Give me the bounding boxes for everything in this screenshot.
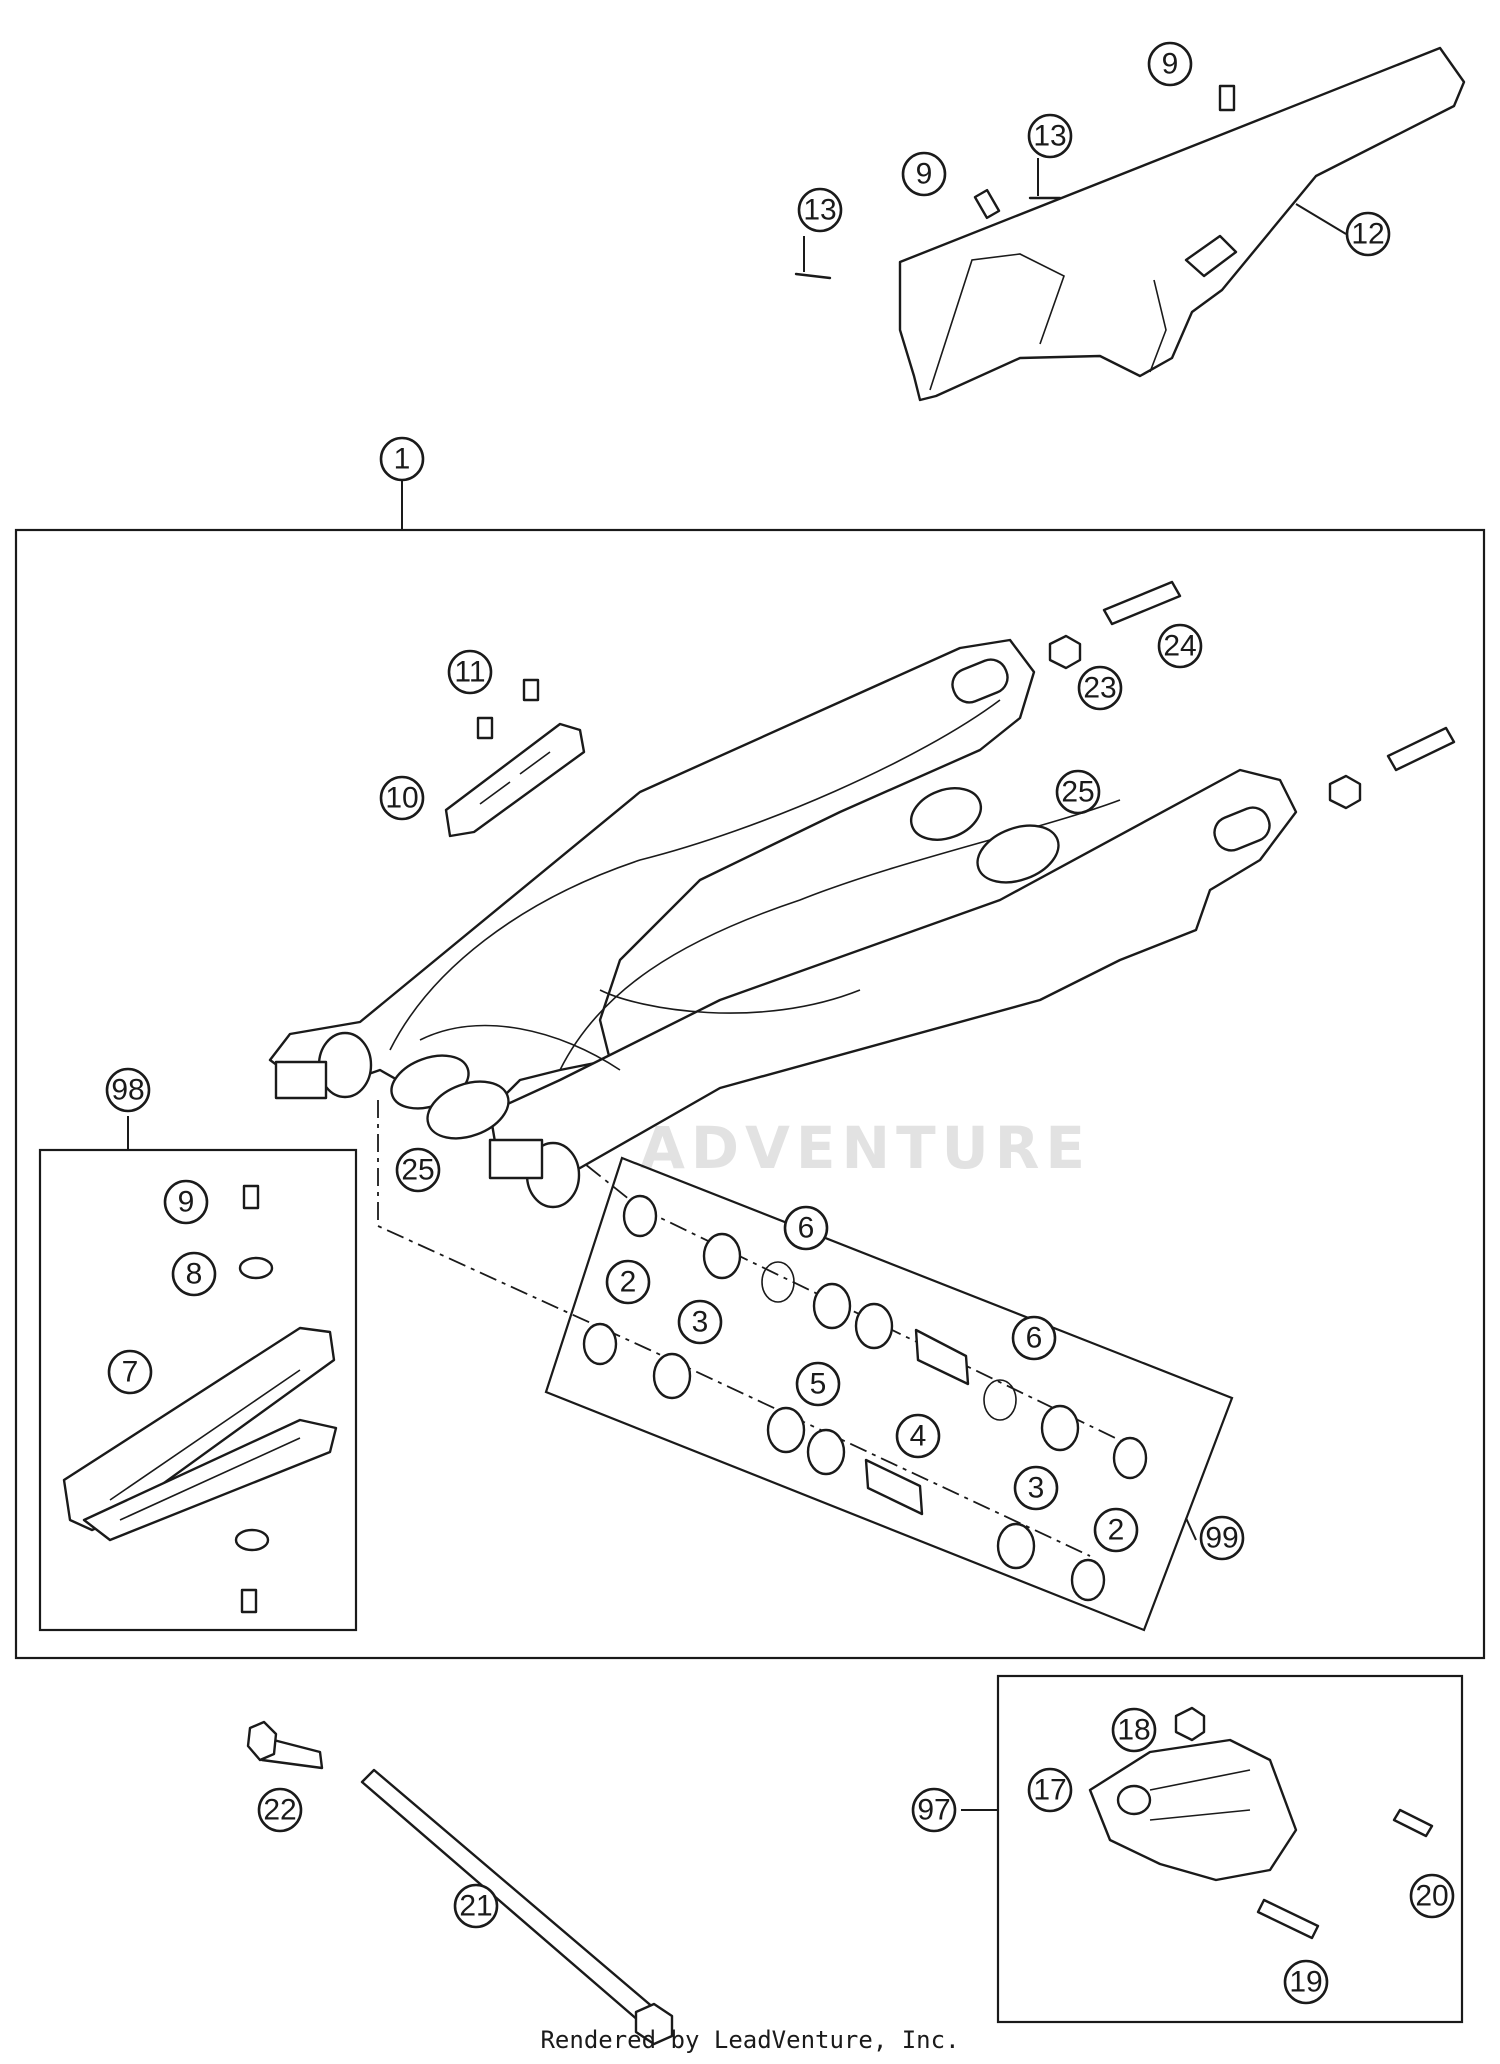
svg-text:7: 7: [122, 1356, 139, 1389]
svg-text:9: 9: [178, 1186, 195, 1219]
svg-text:10: 10: [385, 782, 418, 815]
callout-21[interactable]: 21: [453, 1883, 499, 1929]
svg-text:97: 97: [917, 1794, 950, 1827]
svg-text:18: 18: [1117, 1714, 1150, 1747]
svg-text:23: 23: [1083, 672, 1116, 705]
leader-12: [1295, 203, 1347, 235]
callout-97[interactable]: 97: [911, 1787, 957, 1833]
svg-text:25: 25: [401, 1154, 434, 1187]
chain-guide-kit-frame: [996, 1674, 1464, 2024]
svg-text:24: 24: [1163, 630, 1196, 663]
svg-text:2: 2: [1108, 1514, 1125, 1547]
callout-19[interactable]: 19: [1283, 1959, 1329, 2005]
bolts-24: [1102, 580, 1456, 772]
callout-1[interactable]: 1: [379, 436, 425, 482]
callout-25-upper[interactable]: 25: [1055, 769, 1101, 815]
swingarm-assembly-frame: [14, 528, 1486, 1660]
callout-2-right[interactable]: 2: [1093, 1507, 1139, 1553]
callout-13-top[interactable]: 13: [1027, 113, 1073, 159]
svg-text:13: 13: [803, 194, 836, 227]
chain-guide: [1088, 1738, 1298, 1882]
nuts-23: [1048, 634, 1362, 810]
dust-seals-lower: [390, 1054, 510, 1140]
dust-seals-upper: [909, 787, 1060, 884]
svg-text:11: 11: [454, 656, 485, 689]
callout-22[interactable]: 22: [257, 1787, 303, 1833]
callout-25-lower[interactable]: 25: [395, 1147, 441, 1193]
rendered-by-footer: Rendered by LeadVenture, Inc.: [540, 2026, 960, 2054]
svg-text:20: 20: [1415, 1880, 1448, 1913]
svg-text:13: 13: [1033, 120, 1066, 153]
screws-11: [476, 678, 540, 740]
watermark-text: ADVENTURE: [640, 1114, 1091, 1182]
svg-text:3: 3: [692, 1306, 709, 1339]
svg-text:21: 21: [459, 1890, 492, 1923]
callout-9-kit98[interactable]: 9: [163, 1179, 209, 1225]
leader-99: [1185, 1517, 1197, 1541]
callout-99[interactable]: 99: [1199, 1515, 1245, 1561]
svg-text:3: 3: [1028, 1472, 1045, 1505]
callout-4[interactable]: 4: [895, 1413, 941, 1459]
callout-23[interactable]: 23: [1077, 665, 1123, 711]
callout-9-mid[interactable]: 9: [901, 151, 947, 197]
callout-18[interactable]: 18: [1111, 1707, 1157, 1753]
chain-guard: [898, 46, 1466, 402]
callout-6-upper[interactable]: 6: [783, 1205, 829, 1251]
svg-text:6: 6: [1026, 1322, 1043, 1355]
svg-text:12: 12: [1351, 218, 1384, 251]
svg-text:9: 9: [1162, 48, 1179, 81]
callout-11[interactable]: 11: [447, 649, 493, 695]
svg-text:25: 25: [1061, 776, 1094, 809]
callout-24[interactable]: 24: [1157, 623, 1203, 669]
pivot-bolt: [246, 1720, 324, 1770]
svg-text:5: 5: [810, 1368, 827, 1401]
svg-text:9: 9: [916, 158, 933, 191]
svg-text:6: 6: [798, 1212, 815, 1245]
callout-10[interactable]: 10: [379, 775, 425, 821]
chain-slider: [62, 1326, 338, 1542]
chain-guide-screw-19: [1256, 1898, 1320, 1940]
chain-guide-screw-20: [1392, 1808, 1434, 1838]
swingarm: [268, 638, 1298, 1209]
callout-98[interactable]: 98: [105, 1067, 151, 1113]
pivot-axis-line: [377, 1100, 1091, 1557]
pivot-axis-line-right: [559, 1143, 1141, 1451]
svg-text:4: 4: [910, 1420, 927, 1453]
chain-guard-screws: [794, 84, 1236, 280]
svg-text:99: 99: [1205, 1522, 1238, 1555]
callout-13-left[interactable]: 13: [797, 187, 843, 233]
chain-sliding-guard: [444, 722, 586, 838]
slider-washers-8: [234, 1256, 274, 1552]
callout-6-lower[interactable]: 6: [1011, 1315, 1057, 1361]
swingarm-axle: [360, 1768, 674, 2046]
svg-text:98: 98: [111, 1074, 144, 1107]
callout-8[interactable]: 8: [171, 1251, 217, 1297]
callout-12[interactable]: 12: [1345, 211, 1391, 257]
svg-text:22: 22: [263, 1794, 296, 1827]
callout-3-right[interactable]: 3: [1013, 1465, 1059, 1511]
callout-17[interactable]: 17: [1027, 1767, 1073, 1813]
callout-9-top[interactable]: 9: [1147, 41, 1193, 87]
callout-2-left[interactable]: 2: [605, 1259, 651, 1305]
chain-slider-kit-frame: [38, 1148, 358, 1632]
svg-text:1: 1: [394, 443, 411, 476]
svg-text:19: 19: [1289, 1966, 1322, 1999]
callout-7[interactable]: 7: [107, 1349, 153, 1395]
callout-3-left[interactable]: 3: [677, 1299, 723, 1345]
slider-screws-9: [240, 1184, 260, 1614]
chain-guide-nut: [1174, 1706, 1206, 1742]
callout-5[interactable]: 5: [795, 1361, 841, 1407]
svg-text:17: 17: [1033, 1774, 1066, 1807]
bearing-components: [582, 1194, 1148, 1602]
callout-20[interactable]: 20: [1409, 1873, 1455, 1919]
svg-text:8: 8: [186, 1258, 203, 1291]
svg-text:2: 2: [620, 1266, 637, 1299]
